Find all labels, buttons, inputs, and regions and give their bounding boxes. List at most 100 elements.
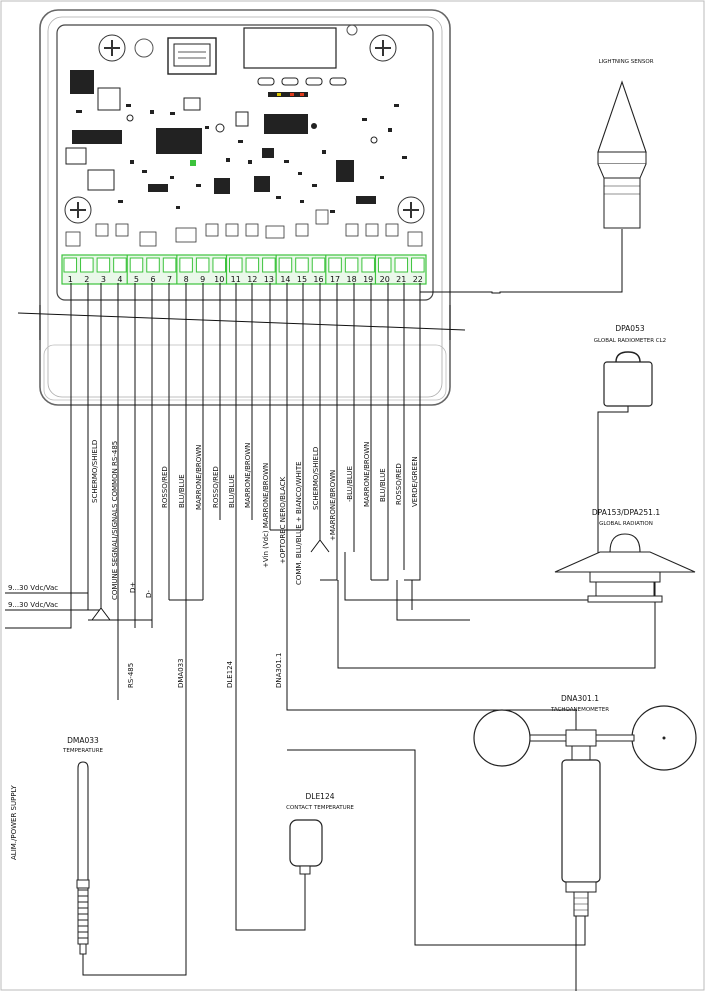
- wire-label: SCHERMO/SHIELD: [91, 440, 99, 503]
- wire-label: MARRONE/BROWN: [363, 442, 371, 507]
- terminal-number: 22: [413, 275, 423, 284]
- dpa153-title: DPA153/DPA251.1: [592, 508, 660, 517]
- terminal-number: 10: [214, 275, 224, 284]
- dna301-anemometer: DNA301.1 TACHOANEMOMETER: [473, 694, 697, 917]
- wire-label: +Vin (Vdc) MARRONE/BROWN: [262, 463, 270, 568]
- dma033-title: DMA033: [67, 736, 99, 745]
- terminal-number: 15: [297, 275, 307, 284]
- terminal-number: 9: [200, 275, 205, 284]
- wire-label: BLU/BLUE: [178, 474, 186, 508]
- wire-label: D+: [129, 582, 137, 593]
- dle124-title: DLE124: [305, 792, 334, 801]
- terminal-number: 21: [396, 275, 406, 284]
- dna301-title: DNA301.1: [561, 694, 599, 703]
- dma033-subtitle: TEMPERATURE: [62, 748, 104, 754]
- wire-label: BLU/BLUE: [228, 474, 236, 508]
- terminal-screw: [278, 257, 293, 273]
- screw-icon: [64, 196, 92, 224]
- terminal-number: 2: [84, 275, 89, 284]
- wire-label: VERDE/GREEN: [411, 456, 419, 507]
- wire-label: MARRONE/BROWN: [195, 445, 203, 510]
- display-window: [243, 27, 337, 69]
- cable-label: RS-485: [127, 663, 135, 688]
- supply-label-2: 9...30 Vdc/Vac: [8, 601, 58, 609]
- terminal-screw: [212, 257, 226, 273]
- terminal-screw: [344, 257, 359, 273]
- terminal-number: 5: [134, 275, 139, 284]
- wires: [5, 229, 656, 995]
- terminal-screw: [311, 257, 326, 273]
- terminal-number: 11: [231, 275, 241, 284]
- terminal-number: 14: [280, 275, 290, 284]
- terminal-number: 16: [313, 275, 323, 284]
- terminal-number: 6: [150, 275, 155, 284]
- terminal-screw: [129, 257, 144, 273]
- terminal-screw: [295, 257, 309, 273]
- wire-label: COMM. BLU/BLUE + BIANCO/WHITE: [295, 461, 303, 585]
- terminal-screw: [113, 257, 127, 273]
- wire-label: COMUNE SEGNALI/SIGNALS COMMON RS-485: [111, 441, 119, 600]
- terminal-screw: [80, 257, 94, 273]
- terminal-screw: [328, 257, 342, 273]
- lightning-sensor-title: LIGHTNING SENSOR: [598, 59, 653, 65]
- wire-label: MARRONE/BROWN: [244, 443, 252, 508]
- terminal-number: 8: [184, 275, 189, 284]
- terminal-number: 13: [264, 275, 274, 284]
- screw-icon: [369, 34, 397, 62]
- dpa153-global-radiation: DPA153/DPA251.1 GLOBAL RADIATION: [554, 508, 696, 603]
- screw-icon: [98, 34, 126, 62]
- dma033-temperature: DMA033 TEMPERATURE: [62, 736, 104, 955]
- wire-label: D-: [145, 590, 153, 598]
- terminal-screw: [361, 257, 375, 273]
- terminal-number: 4: [117, 275, 122, 284]
- supply-label-1: 9...30 Vdc/Vac: [8, 584, 58, 592]
- lightning-sensor: LIGHTNING SENSOR: [597, 59, 654, 229]
- wire-label: +OPTOREC NERO/BLACK: [279, 476, 287, 564]
- terminal-screw: [63, 257, 78, 273]
- terminal-screw: [229, 257, 243, 273]
- terminal-screw: [96, 257, 111, 273]
- screw-icon: [397, 196, 425, 224]
- terminal-number: 20: [380, 275, 390, 284]
- wire-label: -BLU/BLUE: [346, 466, 354, 502]
- terminal-number: 3: [101, 275, 106, 284]
- break-line: [17, 312, 466, 331]
- cable-label: DMA033: [177, 658, 185, 688]
- terminal-number: 1: [68, 275, 73, 284]
- dle124-contact-temperature: DLE124 CONTACT TEMPERATURE: [286, 792, 354, 875]
- terminal-screw: [245, 257, 260, 273]
- terminal-number: 17: [330, 275, 340, 284]
- wire-label: BLU/BLUE: [379, 468, 387, 502]
- wire-label: ROSSO/RED: [395, 463, 403, 505]
- terminal-screw: [162, 257, 177, 273]
- ethernet-port-icon: [167, 37, 217, 75]
- cable-label: DNA301.1: [275, 653, 283, 688]
- wire-label: +MARRONE/BROWN: [329, 470, 337, 541]
- cable-label: DLE124: [226, 660, 234, 688]
- wire-label: ROSSO/RED: [212, 466, 220, 508]
- wire-label: SCHERMO/SHIELD: [312, 447, 320, 510]
- datalogger-board: [39, 9, 451, 406]
- terminal-number: 12: [247, 275, 257, 284]
- terminal-screw: [146, 257, 160, 273]
- power-supply-label: ALIM./POWER SUPPLY: [10, 784, 18, 860]
- terminal-screw: [262, 257, 276, 273]
- cable-labels: RS-485 DMA033 DLE124 DNA301.1: [127, 653, 283, 688]
- terminal-number: 18: [347, 275, 357, 284]
- dpa053-radiometer: DPA053 GLOBAL RADIOMETER CL2: [594, 324, 666, 407]
- terminal-screw: [377, 257, 392, 273]
- wire-labels: SCHERMO/SHIELD COMUNE SEGNALI/SIGNALS COM…: [91, 440, 419, 600]
- dna301-subtitle: TACHOANEMOMETER: [550, 707, 609, 713]
- terminal-block: [61, 254, 427, 285]
- terminal-screw: [179, 257, 193, 273]
- wire-label: ROSSO/RED: [161, 466, 169, 508]
- dle124-subtitle: CONTACT TEMPERATURE: [286, 805, 354, 811]
- terminal-screw: [411, 257, 425, 273]
- terminal-screw: [394, 257, 409, 273]
- dpa053-title: DPA053: [615, 324, 644, 333]
- terminal-number: 7: [167, 275, 172, 284]
- dpa053-subtitle: GLOBAL RADIOMETER CL2: [594, 338, 666, 344]
- terminal-number: 19: [363, 275, 373, 284]
